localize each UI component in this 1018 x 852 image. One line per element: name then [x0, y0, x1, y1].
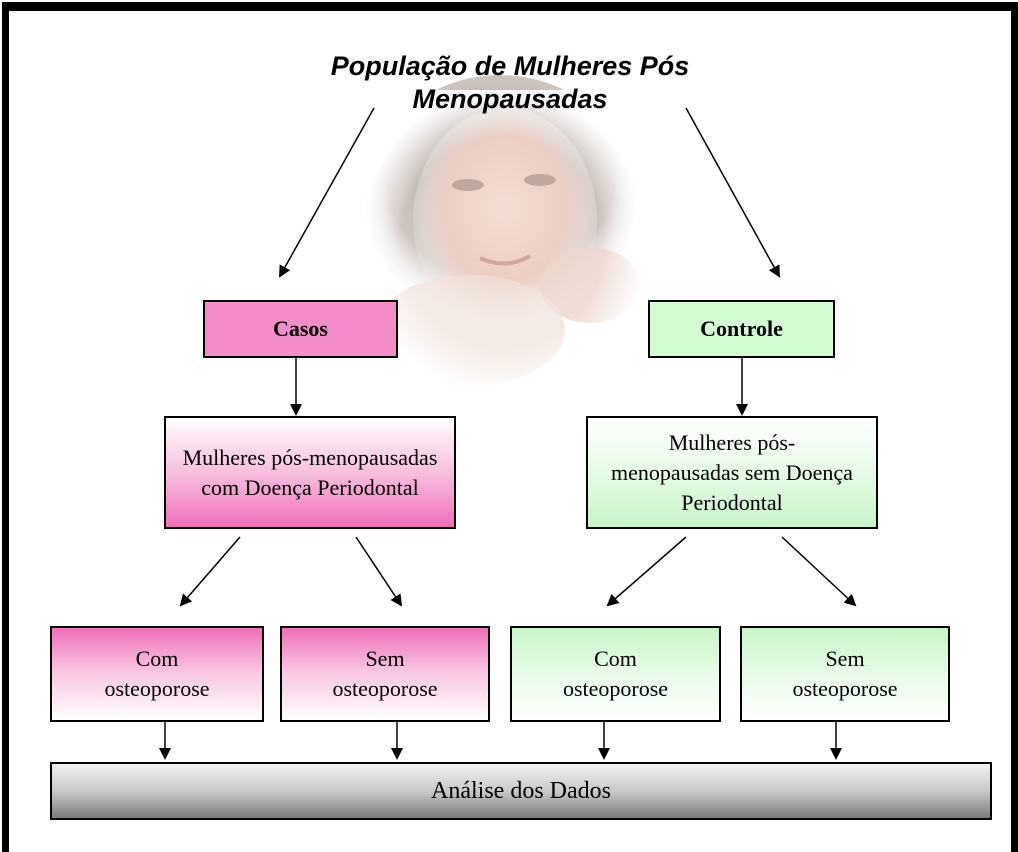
casos-group-box: Mulheres pós-menopausadas com Doença Per… [164, 416, 456, 529]
casos-without-osteoporosis-label: Sem osteoporose [332, 646, 438, 701]
arrow-casos-to-without [355, 536, 403, 607]
controle-with-osteoporosis-box: Com osteoporose [510, 626, 721, 722]
arrow-casos-to-with [179, 536, 241, 607]
controle-without-osteoporosis-box: Sem osteoporose [740, 626, 950, 722]
arrow-controle-to-without [781, 536, 857, 607]
controle-with-osteoporosis-label: Com osteoporose [562, 646, 669, 701]
data-analysis-label: Análise dos Dados [431, 777, 611, 804]
casos-group-label: Mulheres pós-menopausadas com Doença Per… [182, 444, 438, 500]
diagram-title: População de Mulheres Pós Menopausadas [330, 51, 690, 114]
woman-portrait-photo [358, 75, 648, 396]
connector-arrows [159, 107, 857, 760]
arrow-title-to-controle [685, 107, 780, 278]
data-analysis-bar: Análise dos Dados [50, 762, 992, 820]
casos-without-osteoporosis-box: Sem osteoporose [280, 626, 490, 722]
controle-box: Controle [648, 300, 835, 358]
casos-box: Casos [203, 300, 398, 358]
controle-label: Controle [700, 316, 783, 341]
arrow-title-to-casos [279, 107, 375, 278]
casos-label: Casos [272, 316, 328, 341]
arrow-controle-to-with [606, 536, 687, 607]
casos-with-osteoporosis-label: Com osteoporose [104, 646, 210, 701]
casos-with-osteoporosis-box: Com osteoporose [50, 626, 264, 722]
controle-group-box: Mulheres pós-menopausadas sem Doença Per… [586, 416, 878, 529]
controle-group-label: Mulheres pós-menopausadas sem Doença Per… [611, 429, 853, 515]
controle-without-osteoporosis-label: Sem osteoporose [792, 646, 898, 701]
